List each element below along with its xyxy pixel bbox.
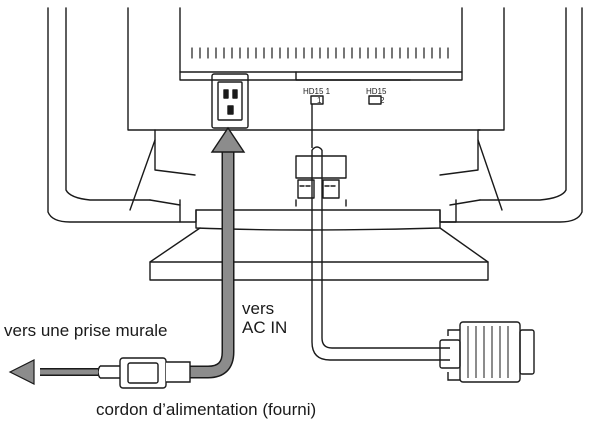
monitor-stand (149, 199, 489, 281)
port2-text: HD15 (366, 87, 387, 96)
port1-number: 1 (317, 96, 322, 105)
signal-cable (311, 104, 450, 361)
vga-connector-icon (439, 321, 535, 383)
cable-clamp (295, 155, 347, 207)
power-cord-icon (97, 357, 191, 389)
arrow-up-icon (210, 126, 246, 153)
rear-panel (179, 7, 463, 81)
hd15-port-1-label: HD15 1 1 (303, 87, 330, 105)
monitor-casing (47, 7, 583, 223)
power-cord-label: cordon d’alimentation (fourni) (96, 400, 317, 419)
hd15-port-2 (368, 95, 382, 105)
power-cord-path (190, 126, 246, 379)
arrow-left-icon (8, 359, 35, 385)
ac-in-socket-icon (211, 73, 249, 129)
port2-number: 2 (380, 96, 385, 105)
ac-in-label: AC IN (242, 318, 288, 337)
to-label: vers (242, 299, 275, 318)
port1-text: HD15 1 (303, 87, 331, 96)
vent-slots (191, 47, 449, 59)
wall-cord (8, 359, 98, 385)
wall-outlet-label: vers une prise murale (4, 321, 168, 340)
hd15-port-1 (310, 95, 324, 105)
hd15-port-2-label: HD15 2 (366, 87, 386, 105)
